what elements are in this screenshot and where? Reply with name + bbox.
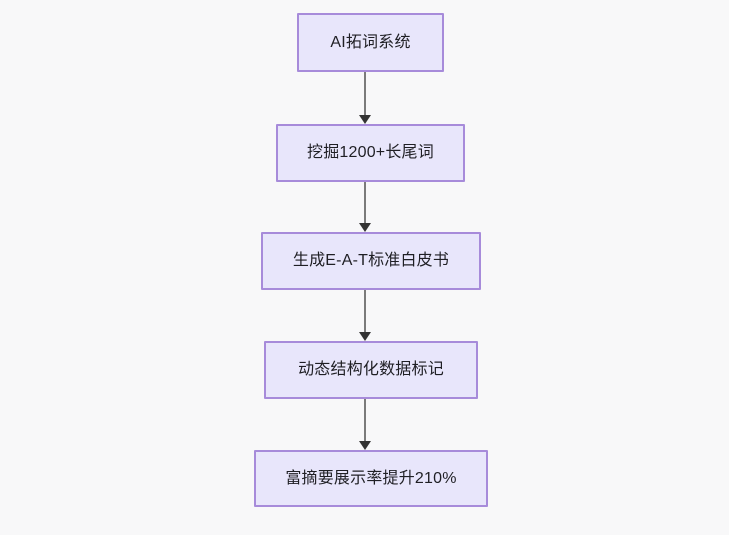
- flowchart-arrow-n2-to-n3: [359, 182, 371, 232]
- flowchart-node-label: 生成E-A-T标准白皮书: [292, 252, 450, 270]
- flowchart-node-label: AI拓词系统: [330, 33, 411, 51]
- flowchart-arrow-n3-to-n4: [359, 290, 371, 341]
- flowchart-node-rich-snippet-rate-increase[interactable]: 富摘要展示率提升210%: [254, 450, 488, 507]
- flowchart-node-ai-keyword-system[interactable]: AI拓词系统: [297, 13, 444, 72]
- arrowhead-icon: [359, 441, 371, 450]
- flowchart-node-generate-eat-whitepaper[interactable]: 生成E-A-T标准白皮书: [261, 232, 481, 290]
- arrow-line: [364, 72, 366, 116]
- arrowhead-icon: [359, 332, 371, 341]
- flowchart-node-label: 动态结构化数据标记: [298, 361, 444, 379]
- arrowhead-icon: [359, 115, 371, 124]
- flowchart-node-label: 富摘要展示率提升210%: [285, 469, 457, 487]
- arrow-line: [364, 399, 366, 442]
- flowchart-node-mine-longtail-keywords[interactable]: 挖掘1200+长尾词: [276, 124, 465, 182]
- arrowhead-icon: [359, 223, 371, 232]
- flowchart-node-label: 挖掘1200+长尾词: [307, 144, 434, 162]
- arrow-line: [364, 182, 366, 224]
- arrow-line: [364, 290, 366, 333]
- flowchart-node-dynamic-structured-data-markup[interactable]: 动态结构化数据标记: [264, 341, 478, 399]
- flowchart-arrow-n4-to-n5: [359, 399, 371, 450]
- flowchart-arrow-n1-to-n2: [359, 72, 371, 124]
